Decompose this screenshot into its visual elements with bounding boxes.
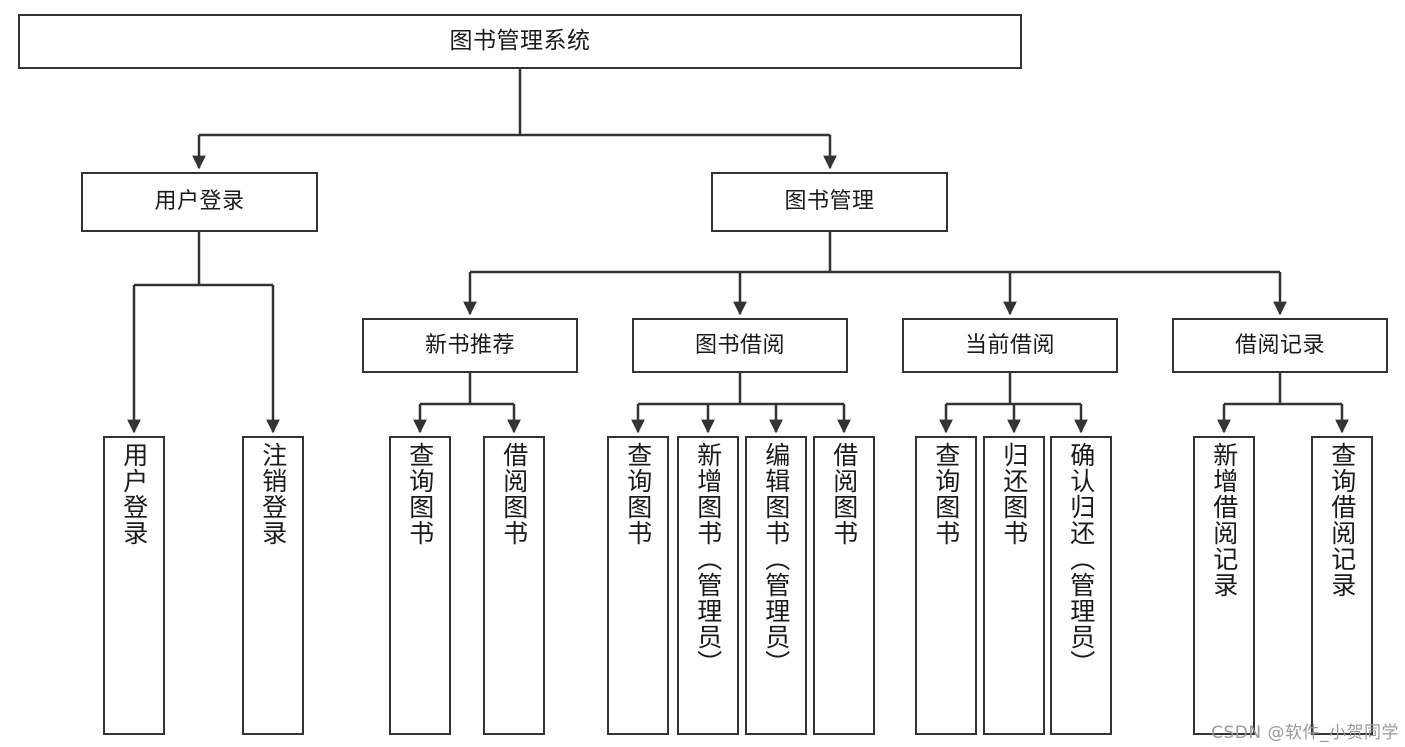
node-leaf-edit-book-admin-label: 编辑图书（管理员）	[761, 442, 791, 676]
node-borrow-record[interactable]: 借阅记录	[1172, 318, 1388, 373]
node-leaf-user-login-label: 用户登录	[119, 442, 149, 546]
node-book-management-label: 图书管理	[784, 189, 875, 215]
node-leaf-query-book-1[interactable]: 查询图书	[389, 436, 451, 735]
node-leaf-return-book[interactable]: 归还图书	[983, 436, 1045, 735]
node-leaf-borrow-book-1-label: 借阅图书	[499, 442, 529, 546]
node-new-book-recommend-label: 新书推荐	[424, 332, 515, 358]
node-leaf-user-login[interactable]: 用户登录	[103, 436, 165, 735]
node-leaf-add-book-admin-label: 新增图书（管理员）	[693, 442, 723, 676]
node-current-borrow[interactable]: 当前借阅	[902, 318, 1118, 373]
node-leaf-query-book-3[interactable]: 查询图书	[915, 436, 977, 735]
node-leaf-query-book-2-label: 查询图书	[623, 442, 653, 546]
node-borrow-record-label: 借阅记录	[1234, 332, 1325, 358]
node-leaf-confirm-return-admin[interactable]: 确认归还（管理员）	[1050, 436, 1112, 735]
node-leaf-return-book-label: 归还图书	[999, 442, 1029, 546]
watermark-text: CSDN @软件_小贺同学	[1211, 723, 1399, 743]
node-leaf-borrow-book-2-label: 借阅图书	[829, 442, 859, 546]
node-leaf-confirm-return-admin-label: 确认归还（管理员）	[1066, 442, 1096, 676]
node-leaf-query-borrow-record-label: 查询借阅记录	[1327, 442, 1357, 598]
node-user-login[interactable]: 用户登录	[81, 172, 318, 232]
node-root-label: 图书管理系统	[449, 28, 591, 55]
node-leaf-add-borrow-record[interactable]: 新增借阅记录	[1193, 436, 1255, 735]
node-leaf-query-book-3-label: 查询图书	[931, 442, 961, 546]
node-leaf-add-borrow-record-label: 新增借阅记录	[1209, 442, 1239, 598]
node-book-borrow-label: 图书借阅	[694, 332, 785, 358]
node-leaf-logout-login[interactable]: 注销登录	[242, 436, 304, 735]
node-new-book-recommend[interactable]: 新书推荐	[362, 318, 578, 373]
node-book-borrow[interactable]: 图书借阅	[632, 318, 848, 373]
node-leaf-query-book-1-label: 查询图书	[405, 442, 435, 546]
node-leaf-logout-login-label: 注销登录	[258, 442, 288, 546]
node-user-login-label: 用户登录	[154, 189, 245, 215]
node-leaf-borrow-book-2[interactable]: 借阅图书	[813, 436, 875, 735]
node-root[interactable]: 图书管理系统	[18, 14, 1022, 69]
node-leaf-query-book-2[interactable]: 查询图书	[607, 436, 669, 735]
node-leaf-add-book-admin[interactable]: 新增图书（管理员）	[677, 436, 739, 735]
node-book-management[interactable]: 图书管理	[711, 172, 948, 232]
node-leaf-query-borrow-record[interactable]: 查询借阅记录	[1311, 436, 1373, 735]
node-current-borrow-label: 当前借阅	[964, 332, 1055, 358]
node-leaf-borrow-book-1[interactable]: 借阅图书	[483, 436, 545, 735]
node-leaf-edit-book-admin[interactable]: 编辑图书（管理员）	[745, 436, 807, 735]
